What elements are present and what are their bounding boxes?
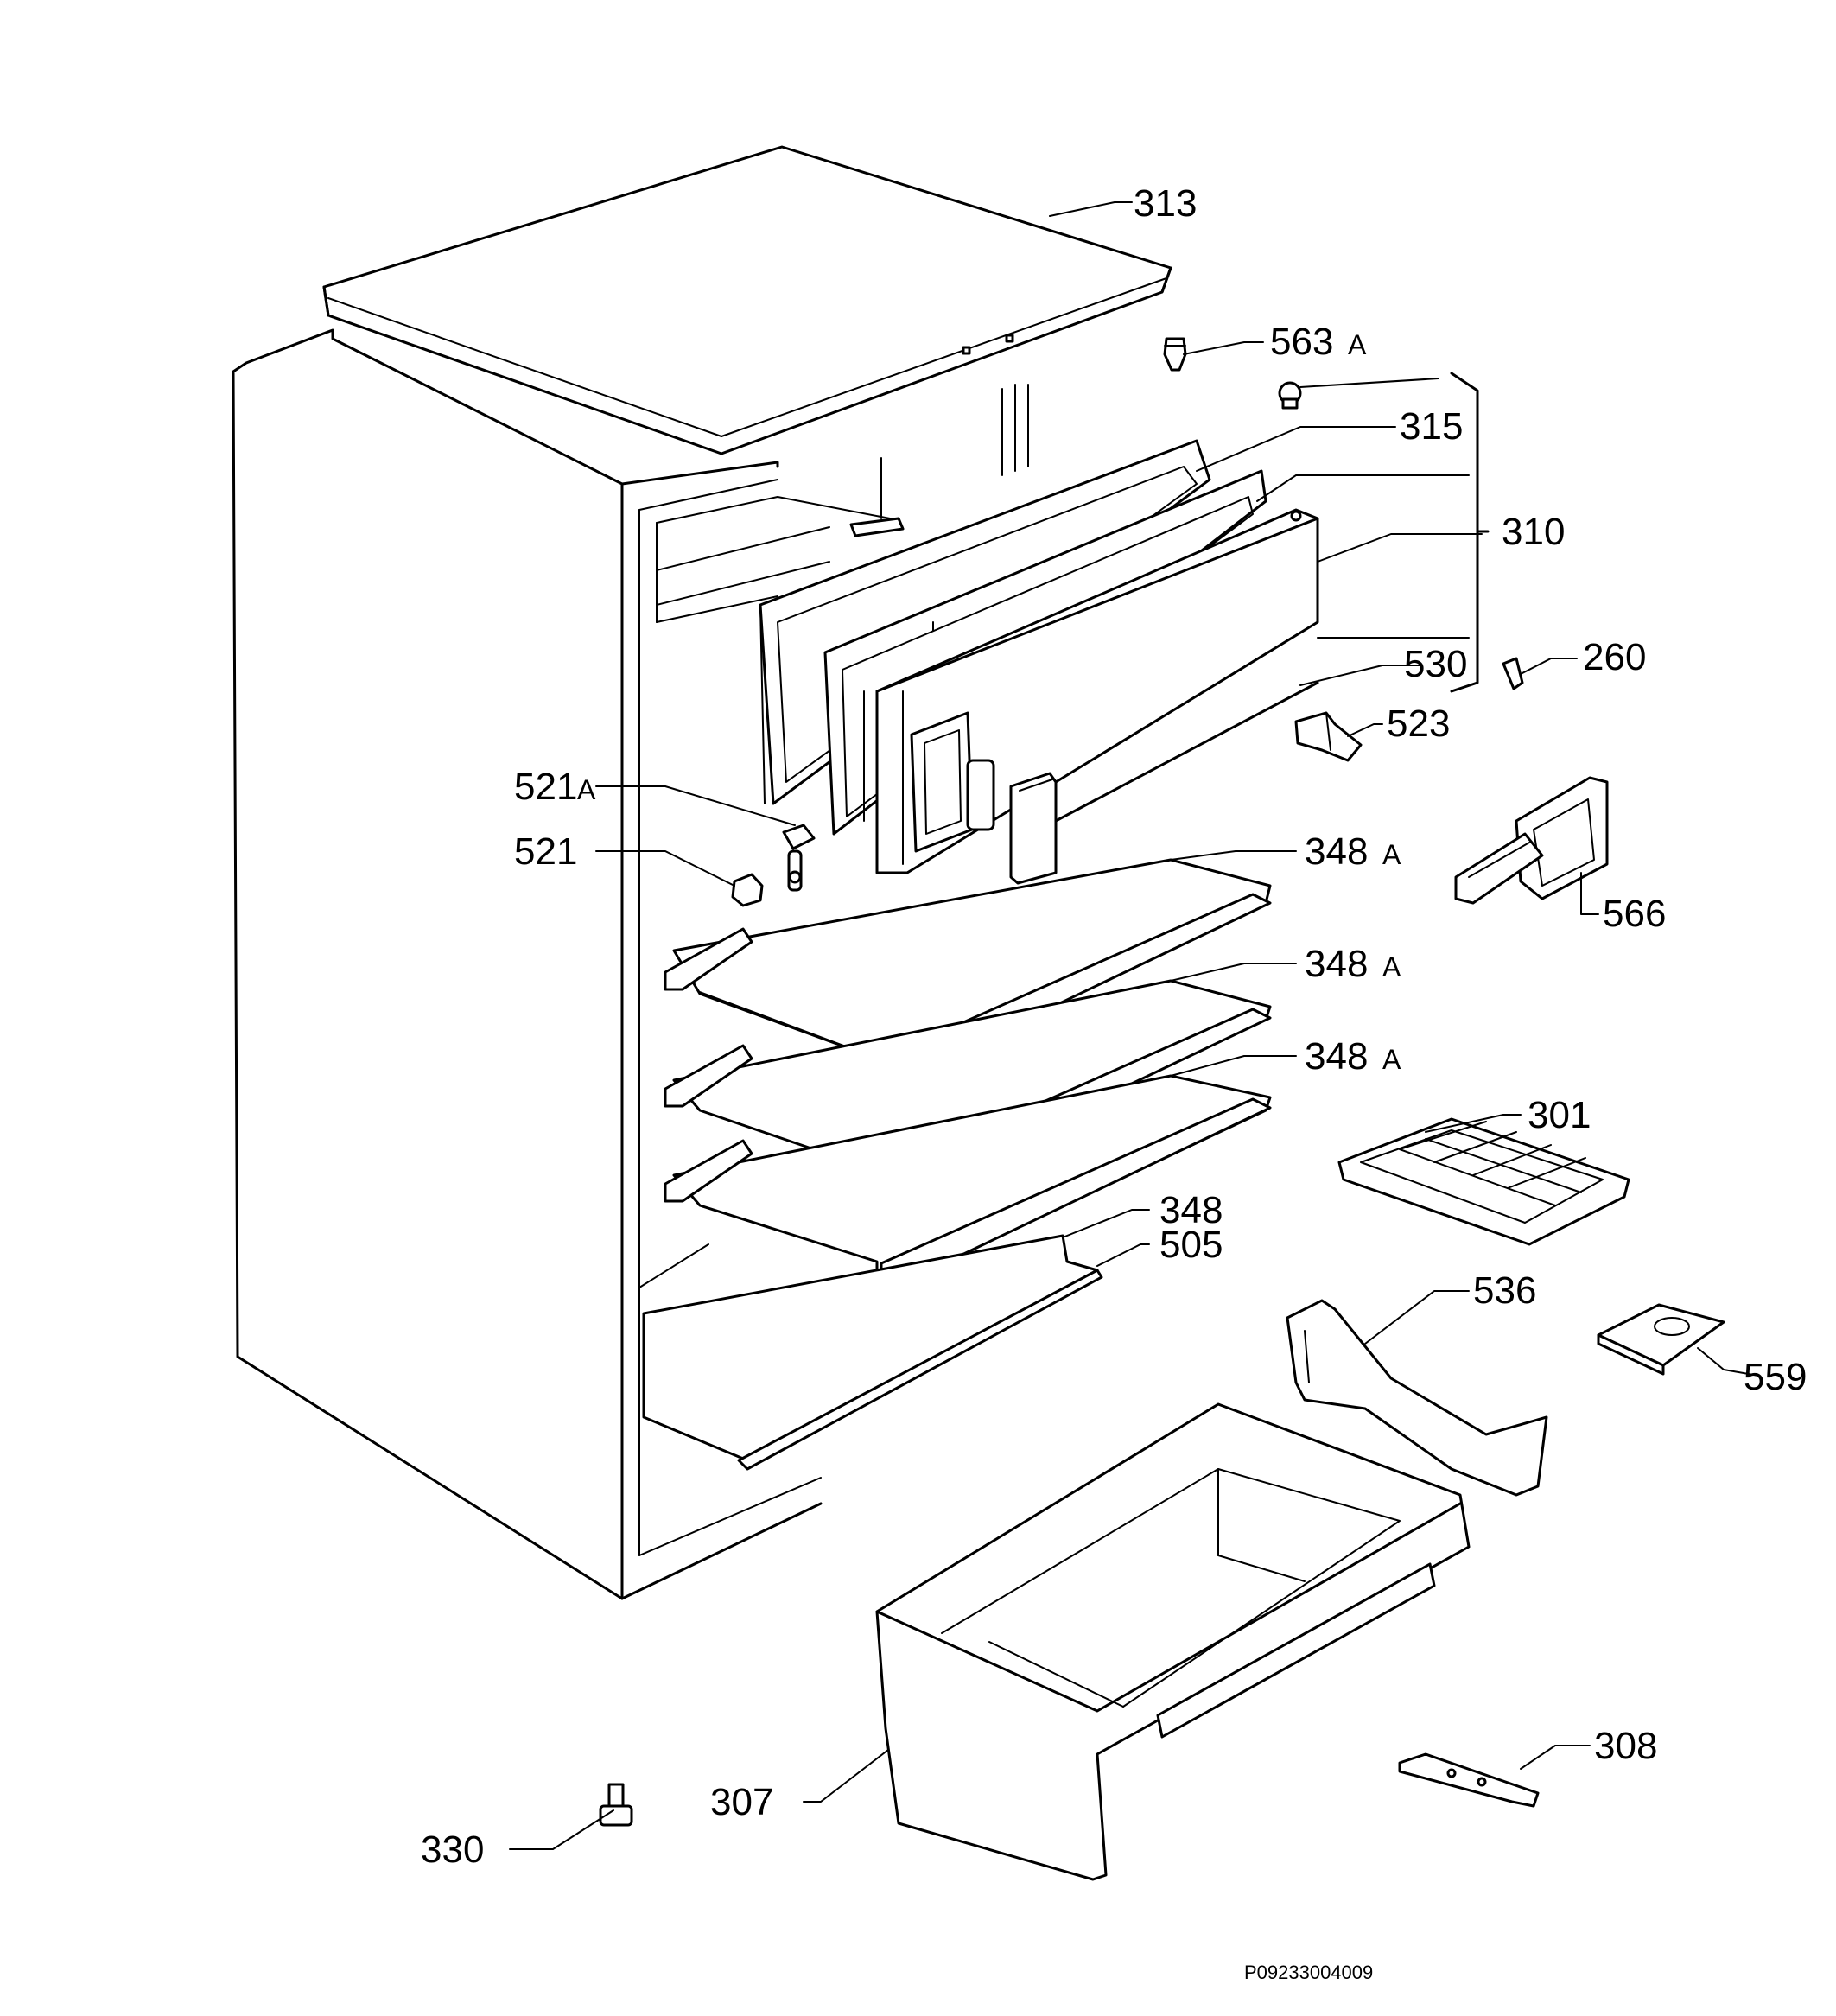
label-315: 315	[1400, 405, 1463, 448]
label-348a-3: 348	[1305, 1035, 1368, 1078]
part-563a-pin	[1163, 337, 1187, 372]
label-563a-suffix: A	[1348, 329, 1367, 360]
label-536: 536	[1473, 1269, 1536, 1312]
label-530: 530	[1404, 643, 1467, 685]
label-348a-2: 348	[1305, 943, 1368, 985]
label-348a-2-suffix: A	[1382, 951, 1401, 983]
part-523-pin	[1294, 711, 1363, 762]
cabinet-body	[232, 328, 1029, 1600]
label-308: 308	[1594, 1725, 1657, 1767]
label-566: 566	[1603, 893, 1666, 935]
label-260: 260	[1583, 636, 1646, 678]
part-313-top-cover	[322, 145, 1172, 455]
part-505-crisper-cover	[642, 1234, 1103, 1471]
label-330: 330	[421, 1828, 484, 1871]
part-521-cap	[731, 873, 764, 907]
part-hinge-cap	[1278, 381, 1302, 410]
label-521: 521	[514, 830, 577, 873]
label-348a-3-suffix: A	[1382, 1044, 1401, 1075]
label-310: 310	[1502, 511, 1565, 553]
part-566-scraper	[1454, 776, 1609, 905]
part-530-door-panel	[875, 508, 1319, 885]
part-559-cover	[1597, 1303, 1725, 1376]
label-307: 307	[710, 1781, 773, 1823]
label-521a: 521	[514, 766, 577, 808]
label-505: 505	[1159, 1224, 1223, 1266]
label-348: 348	[1159, 1189, 1223, 1231]
leader-lines	[509, 201, 1759, 1850]
part-536-divider	[1286, 1299, 1548, 1497]
drawing-code: P09233004009	[1244, 1962, 1373, 1983]
label-348a-1-suffix: A	[1382, 839, 1401, 870]
part-260-clip	[1502, 657, 1524, 690]
label-521a-suffix: A	[577, 774, 596, 805]
label-348a-1: 348	[1305, 830, 1368, 873]
part-348a-shelf-3	[664, 1074, 1272, 1287]
part-330-foot	[599, 1783, 633, 1827]
part-307-crisper-drawer	[875, 1402, 1471, 1881]
callout-labels: 313 563 A 315 310 260 530 523 521 A 521 …	[421, 182, 1807, 1983]
label-563a: 563	[1270, 321, 1333, 363]
label-313: 313	[1134, 182, 1197, 225]
label-523: 523	[1387, 703, 1450, 745]
label-301: 301	[1528, 1094, 1591, 1136]
part-521a-lock	[782, 824, 816, 892]
label-559: 559	[1744, 1356, 1807, 1398]
part-308-hinge-plate	[1398, 1752, 1540, 1808]
part-301-ice-tray	[1337, 1117, 1630, 1246]
